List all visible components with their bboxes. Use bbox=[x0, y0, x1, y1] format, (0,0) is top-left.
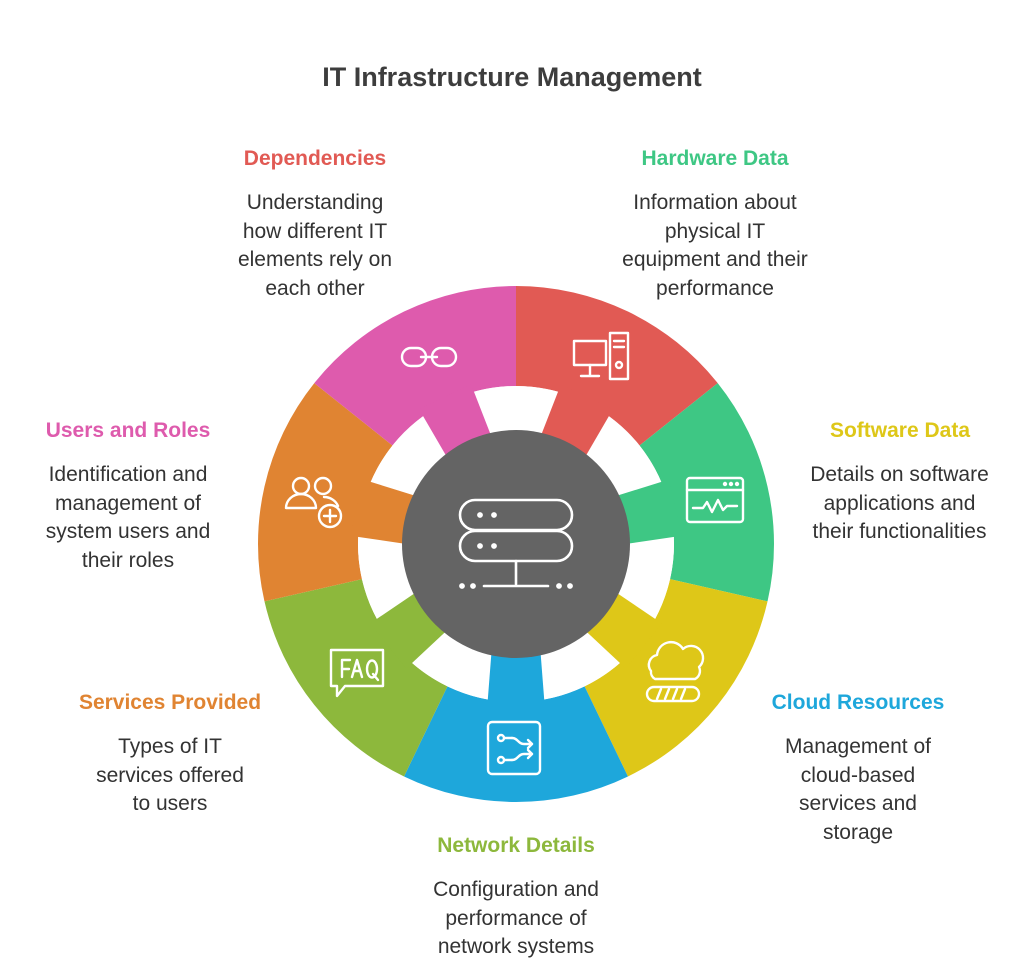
connector-services-provided bbox=[350, 479, 419, 545]
server-network-icon bbox=[458, 498, 574, 589]
segment-heading: Hardware Data bbox=[641, 147, 789, 170]
segment-description: Identification and management of system … bbox=[45, 463, 211, 572]
connector-cloud-resources bbox=[487, 649, 545, 708]
segment-description: Understanding how different IT elements … bbox=[237, 191, 393, 300]
browser-window-icon bbox=[685, 476, 745, 524]
segment-network-details bbox=[264, 579, 448, 777]
segment-cloud-resources bbox=[404, 686, 628, 802]
segment-heading: Software Data bbox=[829, 419, 971, 442]
label-users-and-roles: Users and Roles Identification and manag… bbox=[18, 417, 238, 575]
segment-heading: Cloud Resources bbox=[771, 691, 945, 714]
label-dependencies: Dependencies Understanding how different… bbox=[200, 145, 430, 303]
add-users-icon bbox=[284, 476, 343, 529]
cloud-storage-icon bbox=[645, 640, 705, 703]
connector-hardware-data bbox=[613, 479, 682, 545]
segment-services-provided bbox=[258, 383, 393, 602]
network-switch-icon bbox=[486, 720, 542, 776]
segment-description: Management of cloud-based services and s… bbox=[785, 735, 931, 844]
segment-heading: Users and Roles bbox=[45, 419, 211, 442]
label-cloud-resources: Cloud Resources Management of cloud-base… bbox=[748, 689, 968, 847]
segment-description: Configuration and performance of network… bbox=[433, 878, 599, 959]
segment-heading: Services Provided bbox=[78, 691, 262, 714]
segment-description: Information about physical IT equipment … bbox=[622, 191, 808, 300]
link-icon bbox=[400, 346, 458, 368]
label-network-details: Network Details Configuration and perfor… bbox=[396, 832, 636, 962]
desktop-computer-icon bbox=[572, 331, 630, 381]
label-hardware-data: Hardware Data Information about physical… bbox=[600, 145, 830, 303]
faq-chat-icon bbox=[329, 648, 385, 698]
label-software-data: Software Data Details on software applic… bbox=[790, 417, 1010, 547]
page-title: IT Infrastructure Management bbox=[322, 62, 702, 92]
hub-circle bbox=[402, 430, 630, 658]
segment-heading: Network Details bbox=[437, 834, 595, 857]
segment-heading: Dependencies bbox=[243, 147, 387, 170]
segment-description: Details on software applications and the… bbox=[810, 463, 989, 544]
segment-description: Types of IT services offered to users bbox=[96, 735, 244, 816]
label-services-provided: Services Provided Types of IT services o… bbox=[58, 689, 282, 819]
hub bbox=[402, 430, 630, 658]
segment-hardware-data bbox=[639, 383, 774, 602]
